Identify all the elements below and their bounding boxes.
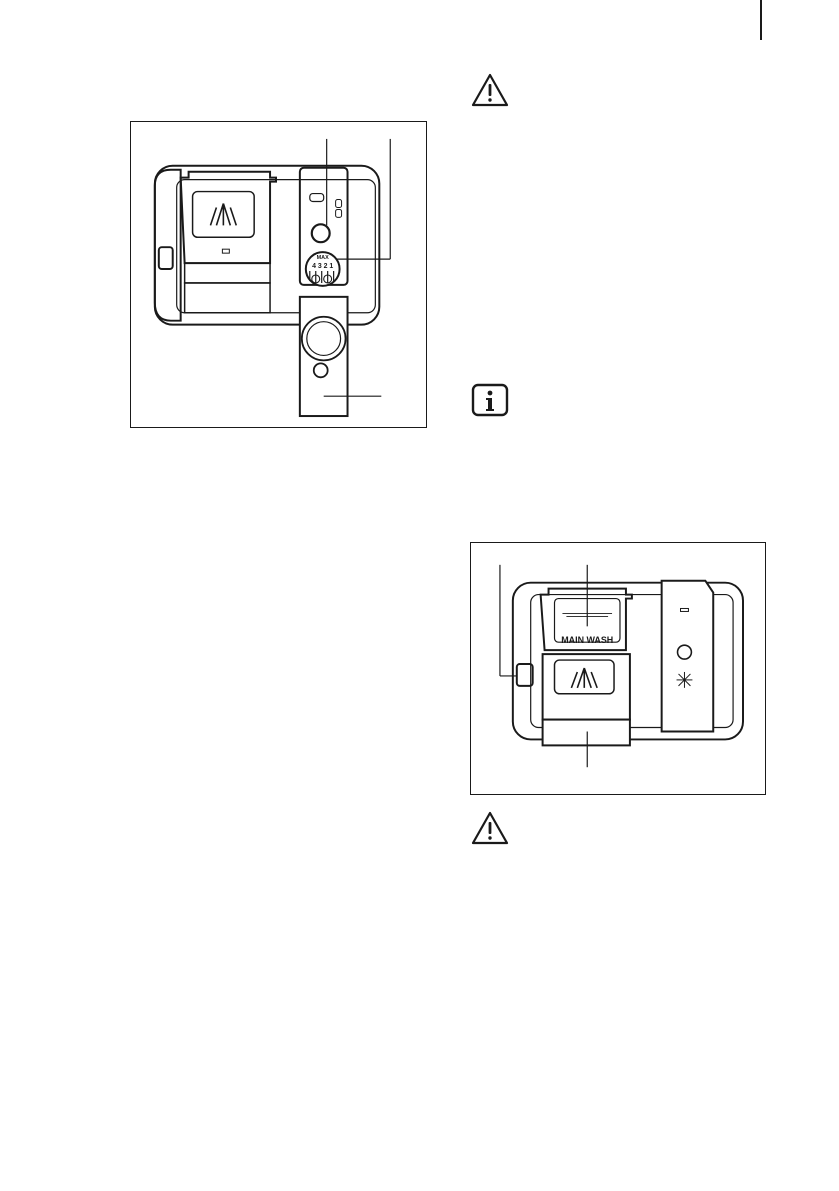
main-wash-label: MAIN WASH: [561, 635, 613, 645]
rinse-aid-icon: [677, 672, 693, 688]
dial-label-max: MAX: [317, 255, 329, 261]
detergent-dispenser-figure: MAIN WASH: [470, 542, 766, 795]
info-icon: [470, 382, 510, 418]
warning-triangle-icon: [470, 72, 510, 108]
dial-label-numbers: 4 3 2 1: [312, 263, 333, 270]
page-edge-rule: [760, 0, 762, 40]
detergent-dispenser-icon: [210, 203, 236, 225]
warning-triangle-icon: [470, 810, 510, 846]
rinse-aid-dispenser-figure: MAX 4 3 2 1: [130, 121, 427, 428]
